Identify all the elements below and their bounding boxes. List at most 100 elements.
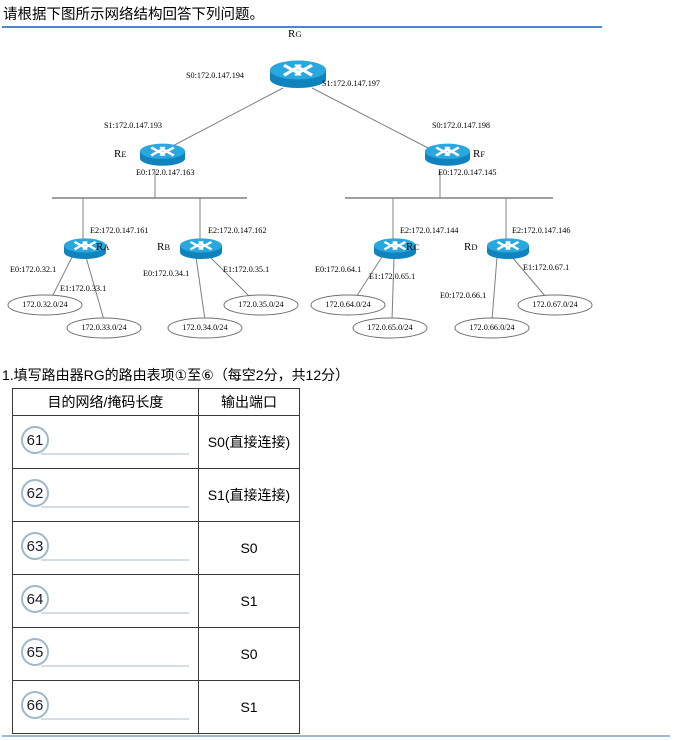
router-icon-rg — [270, 60, 326, 88]
answer-input-line[interactable] — [41, 559, 189, 561]
subnet-ellipse — [223, 294, 299, 316]
blank-number-badge: 63 — [21, 532, 49, 560]
interface-label: E0:172.0.32.1 — [10, 265, 57, 274]
network-blank-cell[interactable]: 66 — [12, 680, 199, 734]
subnet-label: 172.0.35.0/24 — [238, 300, 284, 309]
interface-label: E0:172.0.34.1 — [143, 269, 190, 278]
output-port-cell: S0 — [198, 627, 300, 681]
link-rb-net34 — [195, 256, 206, 321]
subnet-ellipse — [517, 294, 593, 316]
subnet-label: 172.0.64.0/24 — [325, 300, 371, 309]
answer-input-line[interactable] — [41, 718, 189, 720]
diagram-lines-layer — [7, 87, 593, 339]
interface-label: S0:172.0.147.194 — [186, 71, 245, 80]
table-row: 63 S0 — [12, 521, 300, 575]
network-blank-cell[interactable]: 61 — [12, 415, 199, 469]
output-port-cell: S1(直接连接) — [198, 468, 300, 522]
link-rg-re — [164, 87, 284, 151]
interface-label: S1:172.0.147.197 — [322, 79, 381, 88]
table-row: 61 S0(直接连接) — [12, 415, 300, 469]
page-bottom-divider — [2, 735, 670, 737]
blank-number-badge: 65 — [21, 638, 49, 666]
interface-label: E2:172.0.147.146 — [512, 226, 571, 235]
subnet-ellipse — [454, 317, 530, 339]
answer-input-line[interactable] — [41, 665, 189, 667]
interface-label: E0:172.0.147.145 — [438, 168, 497, 177]
subnet-label: 172.0.34.0/24 — [182, 323, 228, 332]
router-glyph — [270, 60, 326, 88]
interface-label: E1:172.0.67.1 — [523, 263, 570, 272]
page-title: 请根据下图所示网络结构回答下列问题。 — [3, 7, 264, 23]
table-row: 64 S1 — [12, 574, 300, 628]
output-port-cell: S0(直接连接) — [198, 415, 300, 469]
network-topology-diagram: RG RE RF — [0, 26, 674, 356]
subnet-label: 172.0.32.0/24 — [22, 300, 68, 309]
subnet-ellipse — [7, 294, 83, 316]
subnet-label: 172.0.33.0/24 — [81, 323, 127, 332]
router-label-rb: RB — [157, 241, 171, 253]
blank-number-badge: 64 — [21, 585, 49, 613]
output-port-cell: S1 — [198, 680, 300, 734]
router-label-rg: RG — [288, 28, 302, 40]
router-icon-rc — [374, 238, 416, 259]
link-rd-net66 — [491, 256, 498, 321]
table-row: 65 S0 — [12, 627, 300, 681]
link-rc-net65 — [391, 256, 395, 321]
answer-input-line[interactable] — [41, 506, 189, 508]
subnet-ellipse — [310, 294, 386, 316]
interface-label: E2:172.0.147.161 — [90, 226, 149, 235]
blank-number-badge: 62 — [21, 479, 49, 507]
subnet-ellipses-layer — [7, 294, 593, 339]
router-icon-ra — [64, 238, 106, 259]
router-label-rd: RD — [464, 241, 478, 253]
question-text: 1.填写路由器RG的路由表项①至⑥（每空2分，共12分） — [2, 367, 350, 383]
interface-label: S1:172.0.147.193 — [104, 121, 163, 130]
router-glyph — [425, 143, 470, 166]
interface-label: E2:172.0.147.144 — [400, 226, 459, 235]
link-ra-net33 — [85, 256, 105, 321]
output-port-cell: S0 — [198, 521, 300, 575]
column-header-network: 目的网络/掩码长度 — [12, 388, 199, 416]
title-divider — [2, 26, 602, 28]
network-blank-cell[interactable]: 65 — [12, 627, 199, 681]
network-blank-cell[interactable]: 64 — [12, 574, 199, 628]
router-label-re: RE — [114, 148, 127, 160]
router-label-rf: RF — [473, 148, 486, 160]
subnet-label: 172.0.65.0/24 — [367, 323, 413, 332]
interface-label: E0:172.0.66.1 — [440, 291, 487, 300]
answer-input-line[interactable] — [41, 612, 189, 614]
router-glyph — [487, 238, 529, 259]
router-label-rc: RC — [406, 241, 420, 253]
network-blank-cell[interactable]: 63 — [12, 521, 199, 575]
output-port-cell: S1 — [198, 574, 300, 628]
link-rg-rf — [311, 87, 433, 151]
interface-label: S0:172.0.147.198 — [432, 121, 491, 130]
interface-label: E0:172.0.147.163 — [136, 168, 195, 177]
table-header-row: 目的网络/掩码长度 输出端口 — [12, 388, 300, 416]
router-glyph — [374, 238, 416, 259]
router-glyph — [180, 238, 222, 259]
link-rb-net35 — [209, 256, 251, 298]
page-header: 请根据下图所示网络结构回答下列问题。 — [0, 0, 674, 28]
blank-number-badge: 61 — [21, 426, 49, 454]
router-icon-rf — [425, 143, 470, 166]
network-blank-cell[interactable]: 62 — [12, 468, 199, 522]
router-icon-rb — [180, 238, 222, 259]
link-ra-net32 — [51, 256, 73, 298]
interface-label: E1:172.0.33.1 — [60, 284, 107, 293]
table-row: 62 S1(直接连接) — [12, 468, 300, 522]
subnet-label: 172.0.66.0/24 — [469, 323, 515, 332]
link-rd-net67 — [511, 256, 547, 298]
interface-label: E2:172.0.147.162 — [208, 226, 267, 235]
routing-table: 目的网络/掩码长度 输出端口 61 S0(直接连接) 62 S1(直接连接) 6… — [12, 388, 300, 734]
router-icon-rd — [487, 238, 529, 259]
answer-input-line[interactable] — [41, 453, 189, 455]
link-rc-net64 — [355, 256, 383, 298]
interface-label: E1:172.0.35.1 — [223, 265, 270, 274]
column-header-port: 输出端口 — [198, 388, 300, 416]
table-row: 66 S1 — [12, 680, 300, 734]
subnet-ellipse — [352, 317, 428, 339]
blank-number-badge: 66 — [21, 691, 49, 719]
router-icon-re — [140, 143, 185, 166]
router-label-ra: RA — [96, 241, 110, 253]
